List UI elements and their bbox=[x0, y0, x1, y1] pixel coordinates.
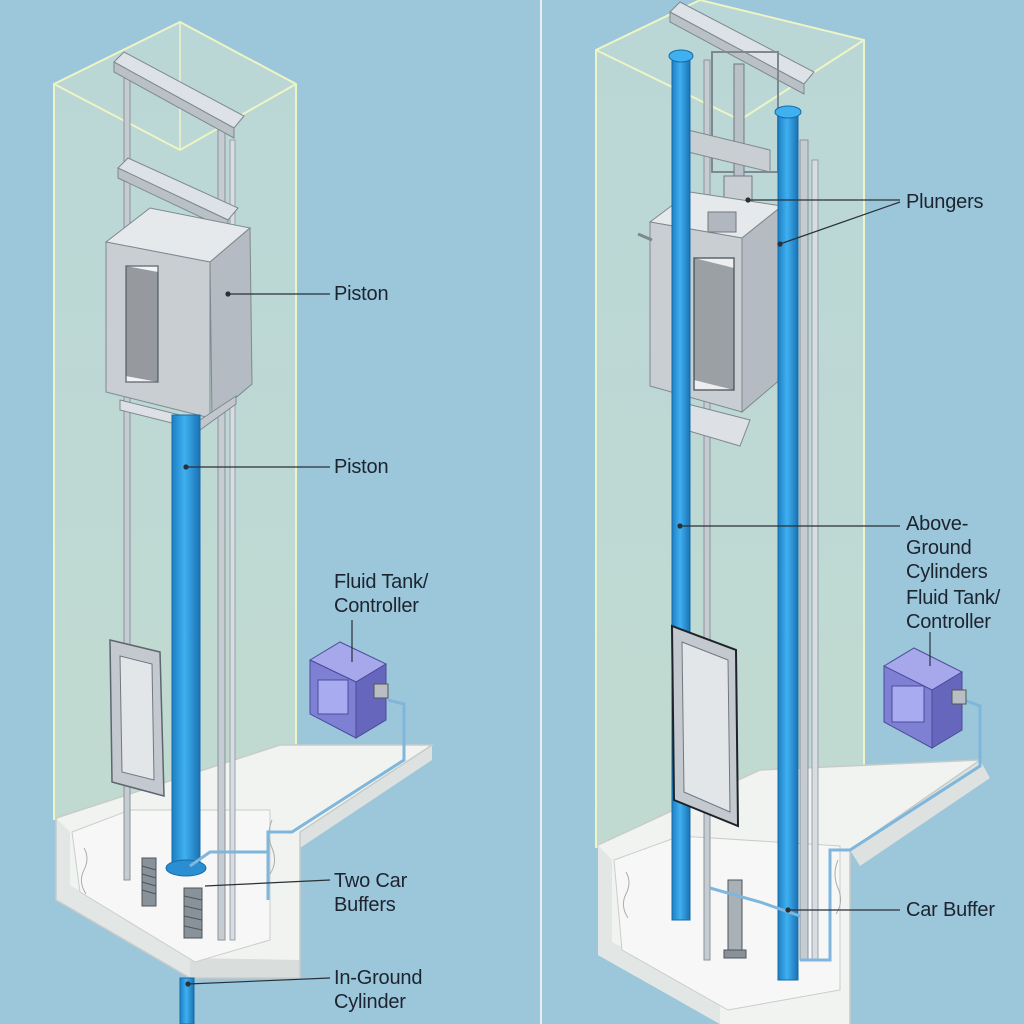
right-car-buffer bbox=[723, 879, 747, 959]
label-fluid-tank-right: Fluid Tank/ Controller bbox=[906, 587, 1001, 633]
left-diagram-in-ground-hydraulic bbox=[53, 20, 435, 1024]
right-leader-lines bbox=[677, 197, 931, 913]
left-fluid-line bbox=[189, 698, 406, 900]
left-fluid-tank bbox=[308, 641, 389, 739]
left-piston bbox=[165, 414, 207, 877]
left-elevator-car bbox=[104, 207, 253, 431]
label-in-ground-cylinder: In-Ground Cylinder bbox=[334, 967, 423, 1013]
right-fluid-tank bbox=[882, 647, 967, 749]
label-car-buffer: Car Buffer bbox=[906, 899, 995, 921]
right-guide-rails bbox=[703, 59, 819, 961]
label-fluid-tank-left: Fluid Tank/ Controller bbox=[334, 571, 429, 617]
left-in-ground-cylinder bbox=[179, 977, 195, 1024]
label-two-car-buffers: Two Car Buffers bbox=[334, 870, 408, 916]
label-above-ground-cylinders: Above-Ground Cylinders bbox=[906, 513, 988, 583]
left-top-beam bbox=[113, 51, 245, 231]
right-door-panel bbox=[670, 624, 740, 828]
label-plungers: Plungers bbox=[906, 191, 984, 213]
left-car-buffers bbox=[141, 857, 203, 939]
label-piston-top: Piston bbox=[334, 283, 389, 305]
label-piston-mid: Piston bbox=[334, 456, 389, 478]
right-diagram-above-ground-hydraulic bbox=[595, 0, 990, 1024]
left-leader-lines bbox=[183, 291, 353, 987]
left-door-panel bbox=[109, 639, 165, 797]
